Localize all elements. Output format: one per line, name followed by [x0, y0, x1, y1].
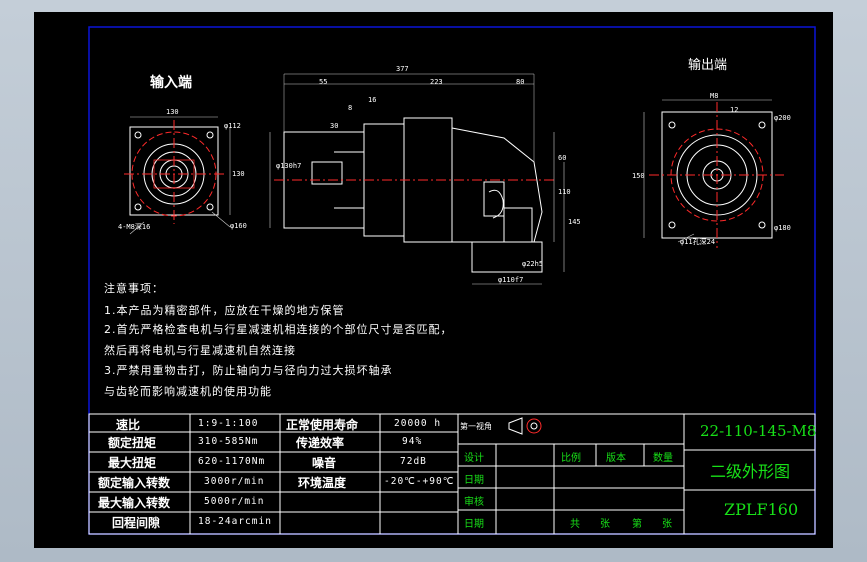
spec-value: 94% [402, 436, 423, 447]
notes-title: 注意事项： [104, 282, 164, 295]
tb-row-label: 设计 [464, 453, 484, 464]
spec-label: 传递效率 [296, 436, 345, 450]
tb-col-head: 比例 [561, 453, 581, 464]
spec-label: 正常使用寿命 [286, 418, 359, 432]
dim-label: 145 [568, 218, 581, 226]
tb-sheet-word: 张 [662, 519, 672, 530]
spec-label: 回程间隙 [112, 516, 161, 530]
spec-value: 5000r/min [204, 496, 265, 507]
projection-label: 第一视角 [460, 422, 492, 431]
dim-label: φ160 [230, 222, 247, 230]
spec-label: 最大输入转数 [98, 496, 171, 510]
dim-label: 4-M8深16 [118, 223, 151, 231]
dim-label: φ130h7 [276, 162, 302, 170]
dim-label: 8 [348, 104, 353, 112]
dim-label: φ11孔深24 [680, 238, 716, 246]
input-end-view [124, 116, 231, 235]
spec-label: 最大扭矩 [108, 456, 157, 470]
spec-value: 620-1170Nm [198, 456, 266, 467]
dim-label: 110 [558, 188, 571, 196]
spec-label: 速比 [116, 418, 141, 432]
tb-sheet-word: 共 [570, 519, 580, 530]
note-line: 2.首先严格检查电机与行星减速机相连接的个部位尺寸是否匹配， [104, 323, 453, 336]
spec-label: 噪音 [312, 456, 337, 470]
dim-label: φ180 [774, 224, 791, 232]
tb-row-label: 日期 [464, 519, 484, 530]
model-number: ZPLF160 [724, 500, 799, 519]
dim-label: φ112 [224, 122, 241, 130]
dim-label: 80 [516, 78, 525, 86]
tb-row-label: 审核 [464, 497, 484, 508]
dim-label: 130 [166, 108, 179, 116]
dim-label: 55 [319, 78, 328, 86]
spec-value: 18-24arcmin [198, 516, 272, 527]
dim-label: φ110f7 [498, 276, 524, 284]
tb-col-head: 版本 [606, 453, 626, 464]
output-view-title: 输出端 [688, 58, 728, 73]
tb-col-head: 数量 [653, 453, 673, 464]
side-elevation-view [269, 73, 565, 285]
dim-label: 30 [330, 122, 339, 130]
spec-value: 1:9-1:100 [198, 418, 259, 429]
dim-label: 223 [430, 78, 443, 86]
dim-label: 60 [558, 154, 567, 162]
dim-label: 16 [368, 96, 377, 104]
spec-value: 310-585Nm [198, 436, 259, 447]
dim-label: 150 [632, 172, 645, 180]
spec-value: 72dB [400, 456, 427, 467]
note-line: 然后再将电机与行星减速机自然连接 [104, 344, 296, 357]
spec-value: 3000r/min [204, 476, 265, 487]
spec-table-grid [88, 413, 816, 535]
tb-sheet-word: 第 [632, 519, 642, 530]
spec-value: 20000 h [394, 418, 442, 429]
note-line: 1.本产品为精密部件，应放在干燥的地方保管 [104, 304, 345, 317]
dim-label: 12 [730, 106, 739, 114]
drawing-name: 二级外形图 [710, 462, 791, 481]
input-view-title: 输入端 [150, 75, 192, 91]
drawing-sheet: 输入端 输出端 130 φ112 130 4-M8深16 φ160 377 55… [34, 12, 833, 548]
output-end-view [643, 99, 784, 248]
spec-label: 额定扭矩 [108, 436, 157, 450]
spec-label: 额定输入转数 [98, 476, 171, 490]
dim-label: φ200 [774, 114, 791, 122]
drawing-number: 22-110-145-M8 [700, 422, 817, 440]
dim-label: 377 [396, 65, 409, 73]
spec-value: -20℃-+90℃ [384, 476, 455, 487]
dim-label: 130 [232, 170, 245, 178]
note-line: 3.严禁用重物击打，防止轴向力与径向力过大损坏轴承 [104, 364, 393, 377]
drawing-canvas [88, 26, 816, 535]
tb-row-label: 日期 [464, 475, 484, 486]
spec-label: 环境温度 [298, 476, 347, 490]
dim-label: φ22h5 [522, 260, 544, 268]
tb-sheet-word: 张 [600, 519, 610, 530]
dim-label: M8 [710, 92, 719, 100]
note-line: 与齿轮而影响减速机的使用功能 [104, 385, 272, 398]
